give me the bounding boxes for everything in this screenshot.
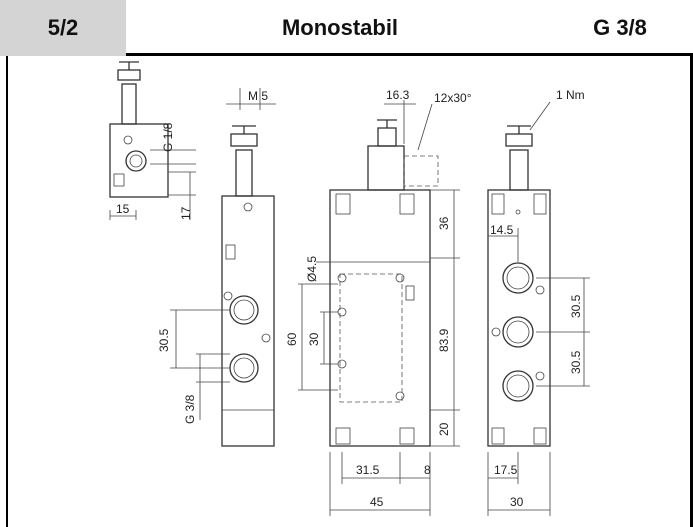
body-view-dim-bottom: 20 <box>437 422 451 436</box>
side-view: 15 17 G 1/8 <box>109 61 196 220</box>
end-view-port-bottom <box>502 370 534 402</box>
front-view-body <box>221 195 275 447</box>
end-view-dim-pitch-upper: 30.5 <box>569 294 583 318</box>
front-view-knob <box>230 133 258 147</box>
frame-right-border <box>690 56 693 527</box>
front-view-dim-pitch: 30.5 <box>157 328 171 352</box>
front-view-solenoid-stem <box>235 149 253 197</box>
body-view-hole-diameter: Ø4.5 <box>305 256 319 282</box>
side-view-body <box>109 123 169 198</box>
end-view-solenoid-stem <box>509 149 529 191</box>
body-view-solenoid <box>367 145 405 191</box>
end-view-dim-pitch-lower: 30.5 <box>569 350 583 374</box>
side-view-port <box>125 150 147 172</box>
body-view-hole-pattern <box>339 273 403 403</box>
side-view-solenoid-stem <box>121 83 137 125</box>
body-view-dim-edge: 8 <box>424 463 431 477</box>
body-view-outline <box>329 189 431 447</box>
end-view: 1 Nm 14.5 30.5 30.5 17.5 30 <box>487 88 590 516</box>
header-divider <box>126 53 693 56</box>
end-view-dim-port-offset: 14.5 <box>490 223 514 237</box>
valve-function-label: Monostabil <box>281 15 399 40</box>
side-view-knob <box>117 69 141 81</box>
body-view-knob <box>377 127 397 147</box>
body-view-dim-hole-span: 60 <box>285 332 299 346</box>
port-size-label: G 3/8 <box>593 15 647 40</box>
body-view-dim-length: 83.9 <box>437 328 451 352</box>
end-view-dim-center: 17.5 <box>494 463 518 477</box>
end-view-torque-label: 1 Nm <box>556 88 585 102</box>
body-view-connector <box>403 155 439 187</box>
body-view-dim-hole-pitch: 30 <box>307 332 321 346</box>
end-view-knob <box>505 133 533 147</box>
end-view-dim-width: 30 <box>510 495 524 509</box>
side-view-dim-width: 15 <box>116 202 130 216</box>
body-view-cable-angle: 12x30° <box>434 91 472 105</box>
frame-left-border <box>6 56 8 527</box>
side-view-port-label: G 1/8 <box>161 122 175 152</box>
front-view-screw-label: M 5 <box>248 89 268 103</box>
body-view-dim-top: 36 <box>437 216 451 230</box>
body-view-dim-width: 45 <box>370 495 384 509</box>
body-view: 16.3 12x30° Ø4.5 60 30 36 83.9 20 31.5 8 <box>285 88 472 516</box>
side-view-dim-height: 17 <box>179 206 193 220</box>
end-view-port-middle <box>502 316 534 348</box>
end-view-port-top <box>502 262 534 294</box>
valve-type-cell: 5/2 <box>0 0 126 56</box>
body-view-dim-width-inner: 31.5 <box>356 463 380 477</box>
front-view-port-label: G 3/8 <box>183 394 197 424</box>
front-view: M 5 30.5 G 3/8 <box>157 88 276 447</box>
spec-header: 5/2 Monostabil G 3/8 <box>0 0 693 56</box>
body-view-solenoid-offset: 16.3 <box>386 88 410 102</box>
